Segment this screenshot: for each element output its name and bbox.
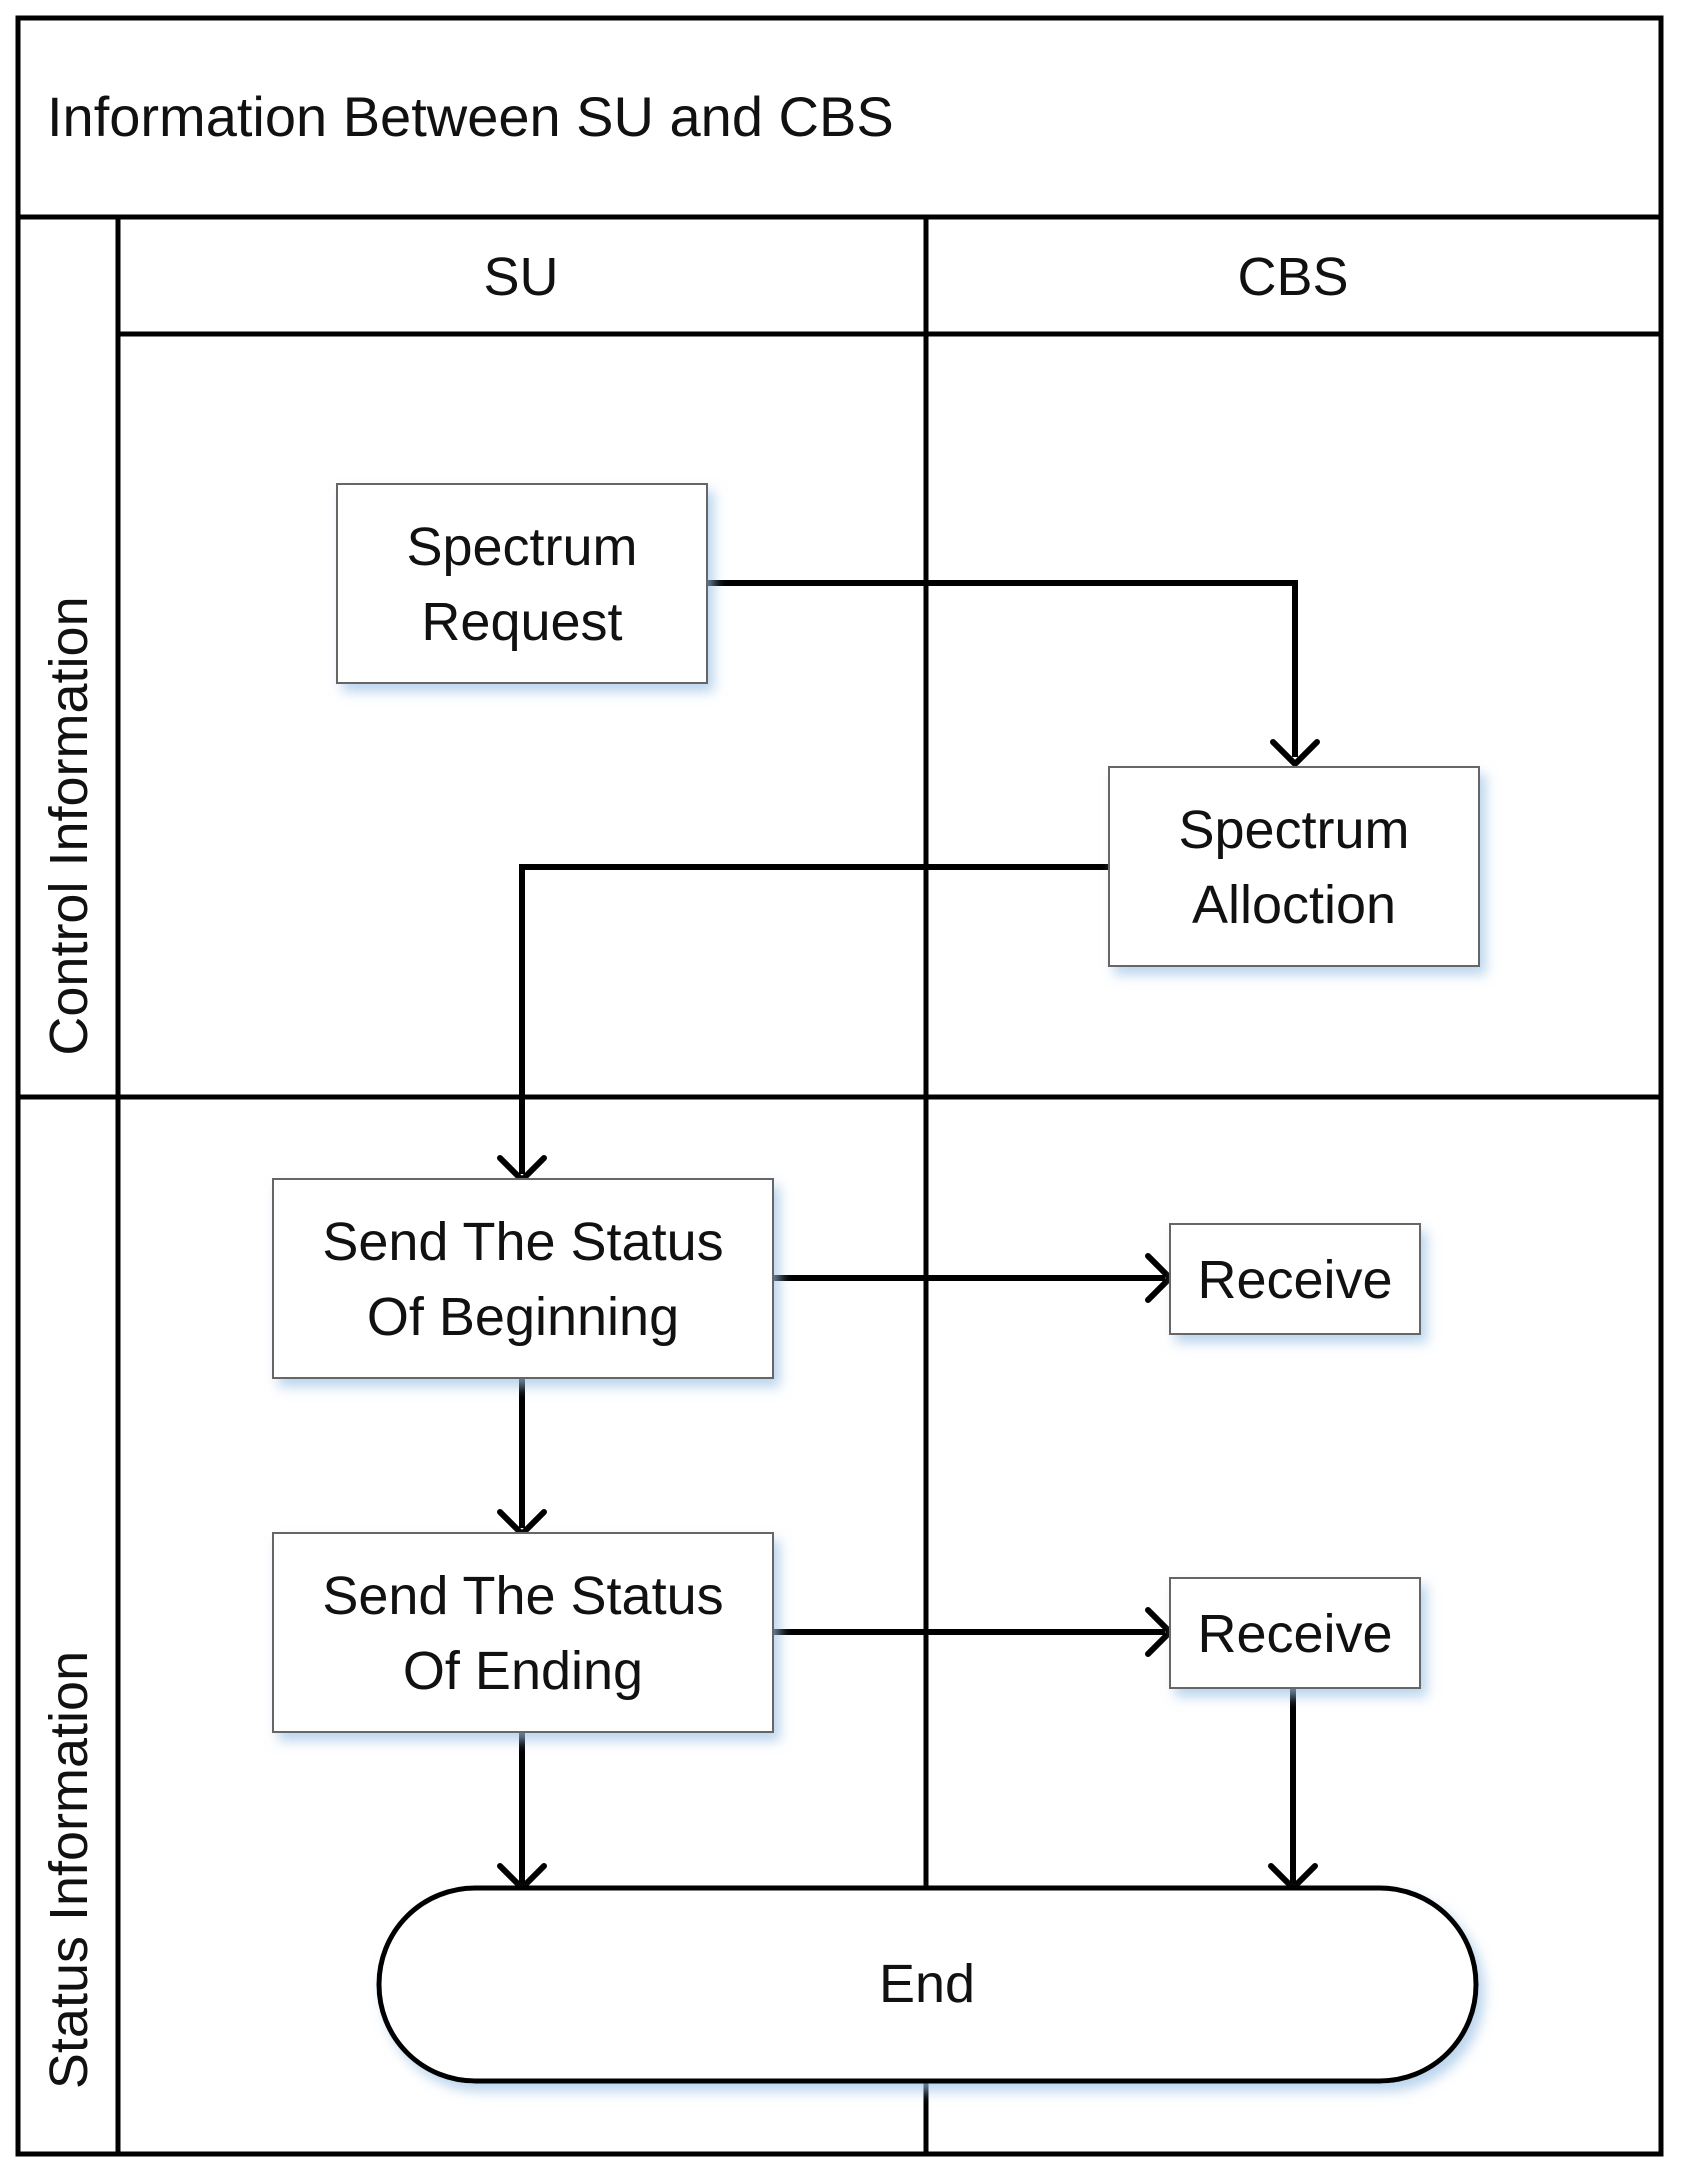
- node-spectrum-allocation-line2: Alloction: [1192, 875, 1396, 935]
- node-send-status-ending: Send The Status Of Ending: [272, 1532, 774, 1733]
- column-header-su: SU: [483, 247, 558, 307]
- node-send-status-beginning-line2: Of Beginning: [367, 1287, 679, 1347]
- node-receive-beginning: Receive: [1169, 1223, 1421, 1335]
- column-header-cbs: CBS: [1237, 247, 1348, 307]
- row-label-status: Status Information: [39, 1651, 99, 2089]
- node-end-label: End: [879, 1954, 975, 2014]
- node-send-status-beginning-line1: Send The Status: [322, 1212, 723, 1272]
- node-send-status-ending-line2: Of Ending: [403, 1641, 643, 1701]
- diagram-frame: [15, 15, 1664, 2157]
- node-end: End: [376, 1885, 1479, 2084]
- node-receive-ending-label: Receive: [1197, 1604, 1392, 1664]
- edge-allocation-to-send-beginning: [519, 864, 1110, 1174]
- node-send-status-ending-line1: Send The Status: [322, 1566, 723, 1626]
- node-receive-beginning-label: Receive: [1197, 1250, 1392, 1310]
- node-spectrum-allocation-line1: Spectrum: [1178, 800, 1409, 860]
- node-receive-ending: Receive: [1169, 1577, 1421, 1689]
- node-spectrum-request-line2: Request: [421, 592, 622, 652]
- diagram-title: Information Between SU and CBS: [47, 85, 894, 148]
- row-label-control: Control Information: [39, 596, 99, 1055]
- node-spectrum-allocation: Spectrum Alloction: [1108, 766, 1480, 967]
- node-send-status-beginning: Send The Status Of Beginning: [272, 1178, 774, 1379]
- node-spectrum-request: Spectrum Request: [336, 483, 708, 684]
- edge-request-to-allocation: [706, 580, 1298, 757]
- edge-request-to-allocation-arrowhead: [1270, 739, 1320, 767]
- node-spectrum-request-line1: Spectrum: [406, 517, 637, 577]
